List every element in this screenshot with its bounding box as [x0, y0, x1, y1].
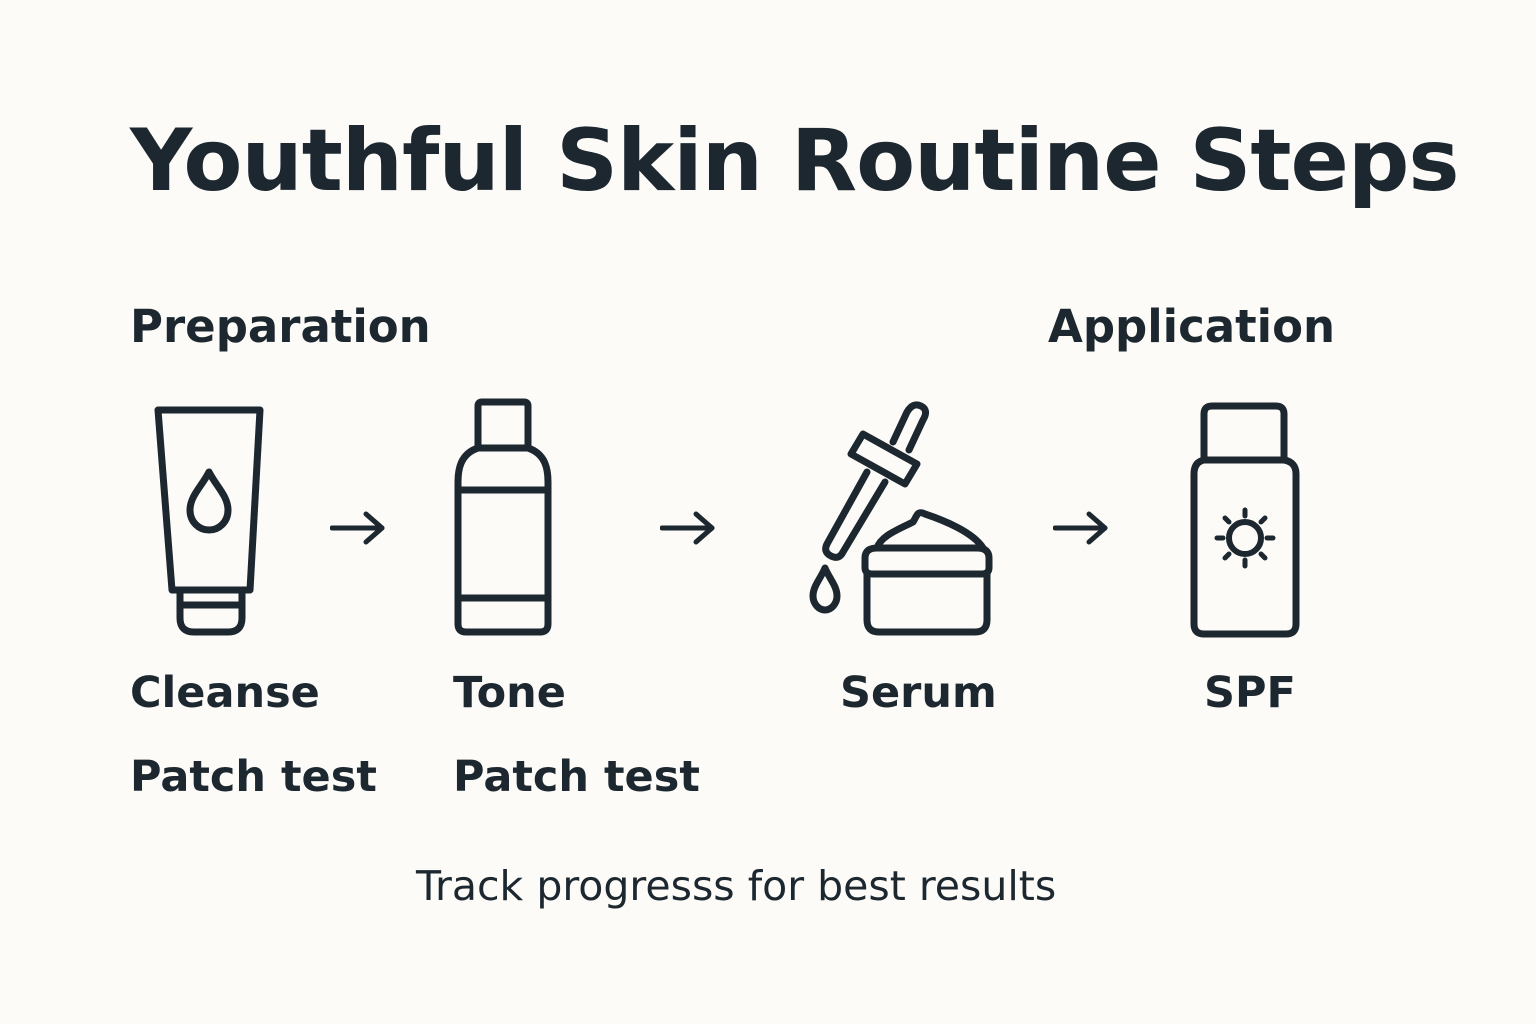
arrow-right-icon [1052, 508, 1111, 552]
step-label-tone: Tone [453, 668, 566, 718]
toner-bottle-icon [450, 398, 560, 638]
step-label-serum: Serum [840, 668, 997, 718]
footer-note: Track progresss for best results [416, 862, 1057, 910]
arrow-right-icon [329, 508, 388, 552]
step-label-spf: SPF [1204, 668, 1296, 718]
step-note-tone: Patch test [453, 752, 700, 802]
serum-dropper-jar-icon [805, 398, 995, 638]
cleanser-tube-icon [150, 400, 270, 640]
step-note-cleanse: Patch test [130, 752, 377, 802]
sunscreen-bottle-icon [1188, 400, 1302, 640]
step-label-cleanse: Cleanse [130, 668, 320, 718]
phase-label-application: Application [1048, 300, 1336, 353]
arrow-right-icon [659, 508, 718, 552]
page-title: Youthful Skin Routine Steps [130, 111, 1460, 211]
phase-label-preparation: Preparation [130, 300, 431, 353]
